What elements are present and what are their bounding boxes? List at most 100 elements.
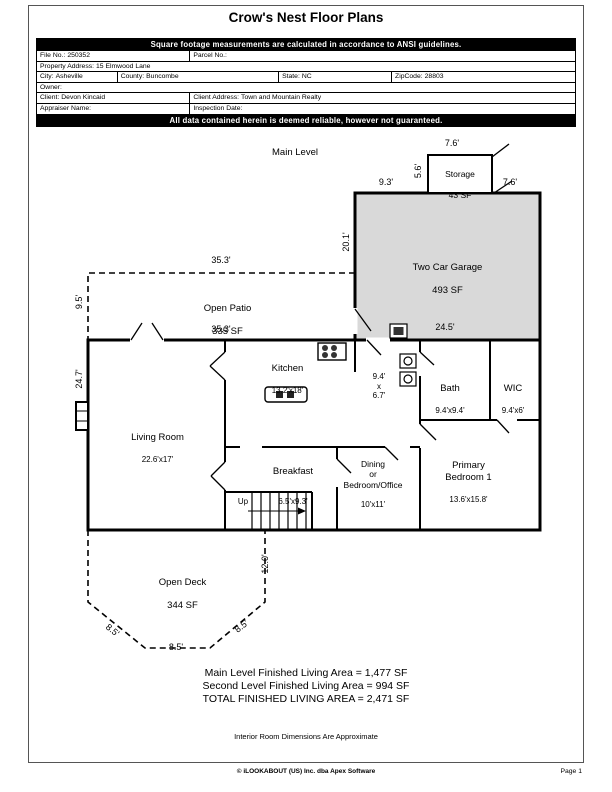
footer-page-number: Page 1 bbox=[560, 768, 582, 775]
field-value: NC bbox=[301, 73, 312, 80]
field-value: Asheville bbox=[55, 73, 83, 80]
form-field-appraiser-name: Appraiser Name: bbox=[37, 103, 191, 114]
field-label: Property Address: bbox=[40, 62, 95, 70]
room-name: WIC bbox=[503, 383, 523, 395]
field-label: File No.: bbox=[40, 52, 66, 59]
field-value: 250352 bbox=[67, 52, 90, 59]
field-label: ZipCode: bbox=[395, 73, 423, 80]
up-arrow bbox=[248, 507, 306, 515]
cooktop-icon bbox=[317, 342, 347, 361]
room-label-kitchen: Kitchen 13.2'x18' bbox=[245, 352, 330, 407]
room-area: 344 SF bbox=[167, 600, 198, 612]
interior-walls bbox=[224, 340, 540, 530]
room-area: 43 SF bbox=[448, 189, 472, 200]
dim-patio-left: 9.5' bbox=[74, 294, 85, 310]
dim-storage-left: 5.6' bbox=[413, 163, 424, 179]
form-row: Property Address:15 Elmwood Lane bbox=[37, 62, 575, 72]
room-label-dining: Dining or Bedroom/Office 10'x11' bbox=[332, 449, 414, 520]
room-label-patio: Open Patio 335 SF bbox=[165, 292, 290, 349]
room-name: Storage bbox=[445, 169, 475, 180]
room-name: Living Room bbox=[131, 432, 184, 444]
room-dims: 22.6'x17' bbox=[141, 455, 174, 465]
field-value: Town and Mountain Realty bbox=[241, 94, 322, 101]
room-name: Open Patio bbox=[203, 303, 252, 315]
banner-disclaimer: All data contained herein is deemed reli… bbox=[36, 114, 576, 127]
form-row: File No.:250352 Parcel No.: bbox=[37, 51, 575, 62]
form-row: Owner: bbox=[37, 83, 575, 93]
form-field-property-address: Property Address:15 Elmwood Lane bbox=[37, 62, 575, 72]
field-value: Devon Kincaid bbox=[61, 94, 106, 101]
form-row: City:Asheville County:Buncombe State:NC … bbox=[37, 72, 575, 83]
field-label: County: bbox=[120, 73, 145, 80]
room-dims: 9.4'x9.4' bbox=[435, 406, 465, 416]
level-label: Main Level bbox=[272, 147, 318, 158]
room-label-breakfast: Breakfast 6.5'x9.3' bbox=[252, 455, 334, 518]
room-dims: 6.5'x9.3' bbox=[278, 497, 308, 507]
field-label: Client Address: bbox=[193, 94, 240, 101]
dim-garage-top: 9.3' bbox=[378, 177, 394, 187]
dim-storage-top: 7.6' bbox=[444, 138, 460, 148]
summary-second-level: Second Level Finished Living Area = 994 … bbox=[202, 680, 410, 692]
room-label-bath: Bath 9.4'x9.4' bbox=[418, 372, 482, 427]
banner-ansi: Square footage measurements are calculat… bbox=[36, 38, 576, 51]
field-label: State: bbox=[282, 73, 300, 80]
dimensions-note: Interior Room Dimensions Are Approximate bbox=[234, 732, 378, 741]
room-dims: 13.2'x18' bbox=[271, 386, 304, 396]
form-field-client: Client:Devon Kincaid bbox=[37, 93, 191, 103]
garage-utility-icon bbox=[389, 323, 408, 339]
form-field-owner: Owner: bbox=[37, 83, 575, 93]
field-label: Parcel No.: bbox=[193, 52, 227, 59]
room-name: Dining or Bedroom/Office bbox=[343, 459, 403, 490]
field-label: Client: bbox=[40, 94, 60, 101]
form-field-parcel-no: Parcel No.: bbox=[190, 51, 575, 61]
room-label-hall-dims: 9.4' x 6.7' bbox=[372, 372, 386, 401]
dim-patio-top: 35.3' bbox=[211, 255, 231, 265]
bay-window bbox=[75, 401, 89, 431]
field-label: Appraiser Name: bbox=[40, 104, 91, 112]
storage-room bbox=[427, 143, 513, 194]
room-label-storage: Storage 43 SF bbox=[428, 159, 492, 210]
dim-deck-bottom-mid: 8.5' bbox=[168, 642, 184, 652]
form-field-zipcode: ZipCode:28803 bbox=[392, 72, 575, 82]
room-dims: 13.6'x15.8' bbox=[449, 494, 488, 504]
room-name: Bath bbox=[440, 383, 460, 395]
room-area: 493 SF bbox=[432, 285, 463, 297]
floor-plan-drawing bbox=[75, 143, 542, 649]
page-border bbox=[28, 5, 584, 763]
dim-patio-bottom: 35.3' bbox=[211, 324, 231, 334]
kitchen-island-icon bbox=[264, 386, 308, 403]
room-name: Two Car Garage bbox=[412, 262, 483, 274]
field-value: 15 Elmwood Lane bbox=[96, 62, 151, 70]
house-outline bbox=[86, 308, 542, 532]
form-row: Appraiser Name: Inspection Date: bbox=[37, 103, 575, 114]
field-value: 28803 bbox=[424, 73, 444, 80]
field-value: Buncombe bbox=[146, 73, 179, 80]
form-row: Client:Devon Kincaid Client Address:Town… bbox=[37, 93, 575, 104]
stairs-up-label: Up bbox=[237, 497, 249, 506]
field-label: City: bbox=[40, 73, 54, 80]
room-area: 335 SF bbox=[212, 326, 243, 338]
room-dims: 10'x11' bbox=[360, 499, 386, 509]
page-title: Crow's Nest Floor Plans bbox=[228, 10, 384, 25]
form-field-file-no: File No.:250352 bbox=[37, 51, 191, 61]
field-label: Owner: bbox=[40, 83, 62, 91]
garage-room bbox=[353, 191, 542, 342]
dim-storage-right: 7.6' bbox=[502, 177, 518, 187]
deck-outline bbox=[87, 530, 266, 649]
dim-garage-left: 20.1' bbox=[341, 232, 352, 252]
room-label-deck: Open Deck 344 SF bbox=[130, 566, 235, 623]
laundry-appliance-icons bbox=[399, 353, 417, 387]
form-field-county: County:Buncombe bbox=[118, 72, 280, 82]
room-label-primary-bedroom: Primary Bedroom 1 13.6'x15.8' bbox=[416, 449, 521, 516]
room-label-garage: Two Car Garage 493 SF bbox=[375, 251, 520, 308]
dim-garage-bottom: 24.5' bbox=[435, 322, 455, 332]
field-label: Inspection Date: bbox=[193, 104, 243, 112]
form-field-state: State:NC bbox=[279, 72, 393, 82]
form-field-client-address: Client Address:Town and Mountain Realty bbox=[190, 93, 575, 103]
room-dims: 9.4'x6' bbox=[501, 406, 525, 416]
summary-main-level: Main Level Finished Living Area = 1,477 … bbox=[204, 667, 408, 679]
room-name: Open Deck bbox=[158, 577, 207, 589]
room-name: Kitchen bbox=[271, 363, 304, 375]
room-name: Breakfast bbox=[272, 466, 314, 478]
footer-copyright: © iLOOKABOUT (US) Inc. dba Apex Software bbox=[236, 768, 376, 775]
